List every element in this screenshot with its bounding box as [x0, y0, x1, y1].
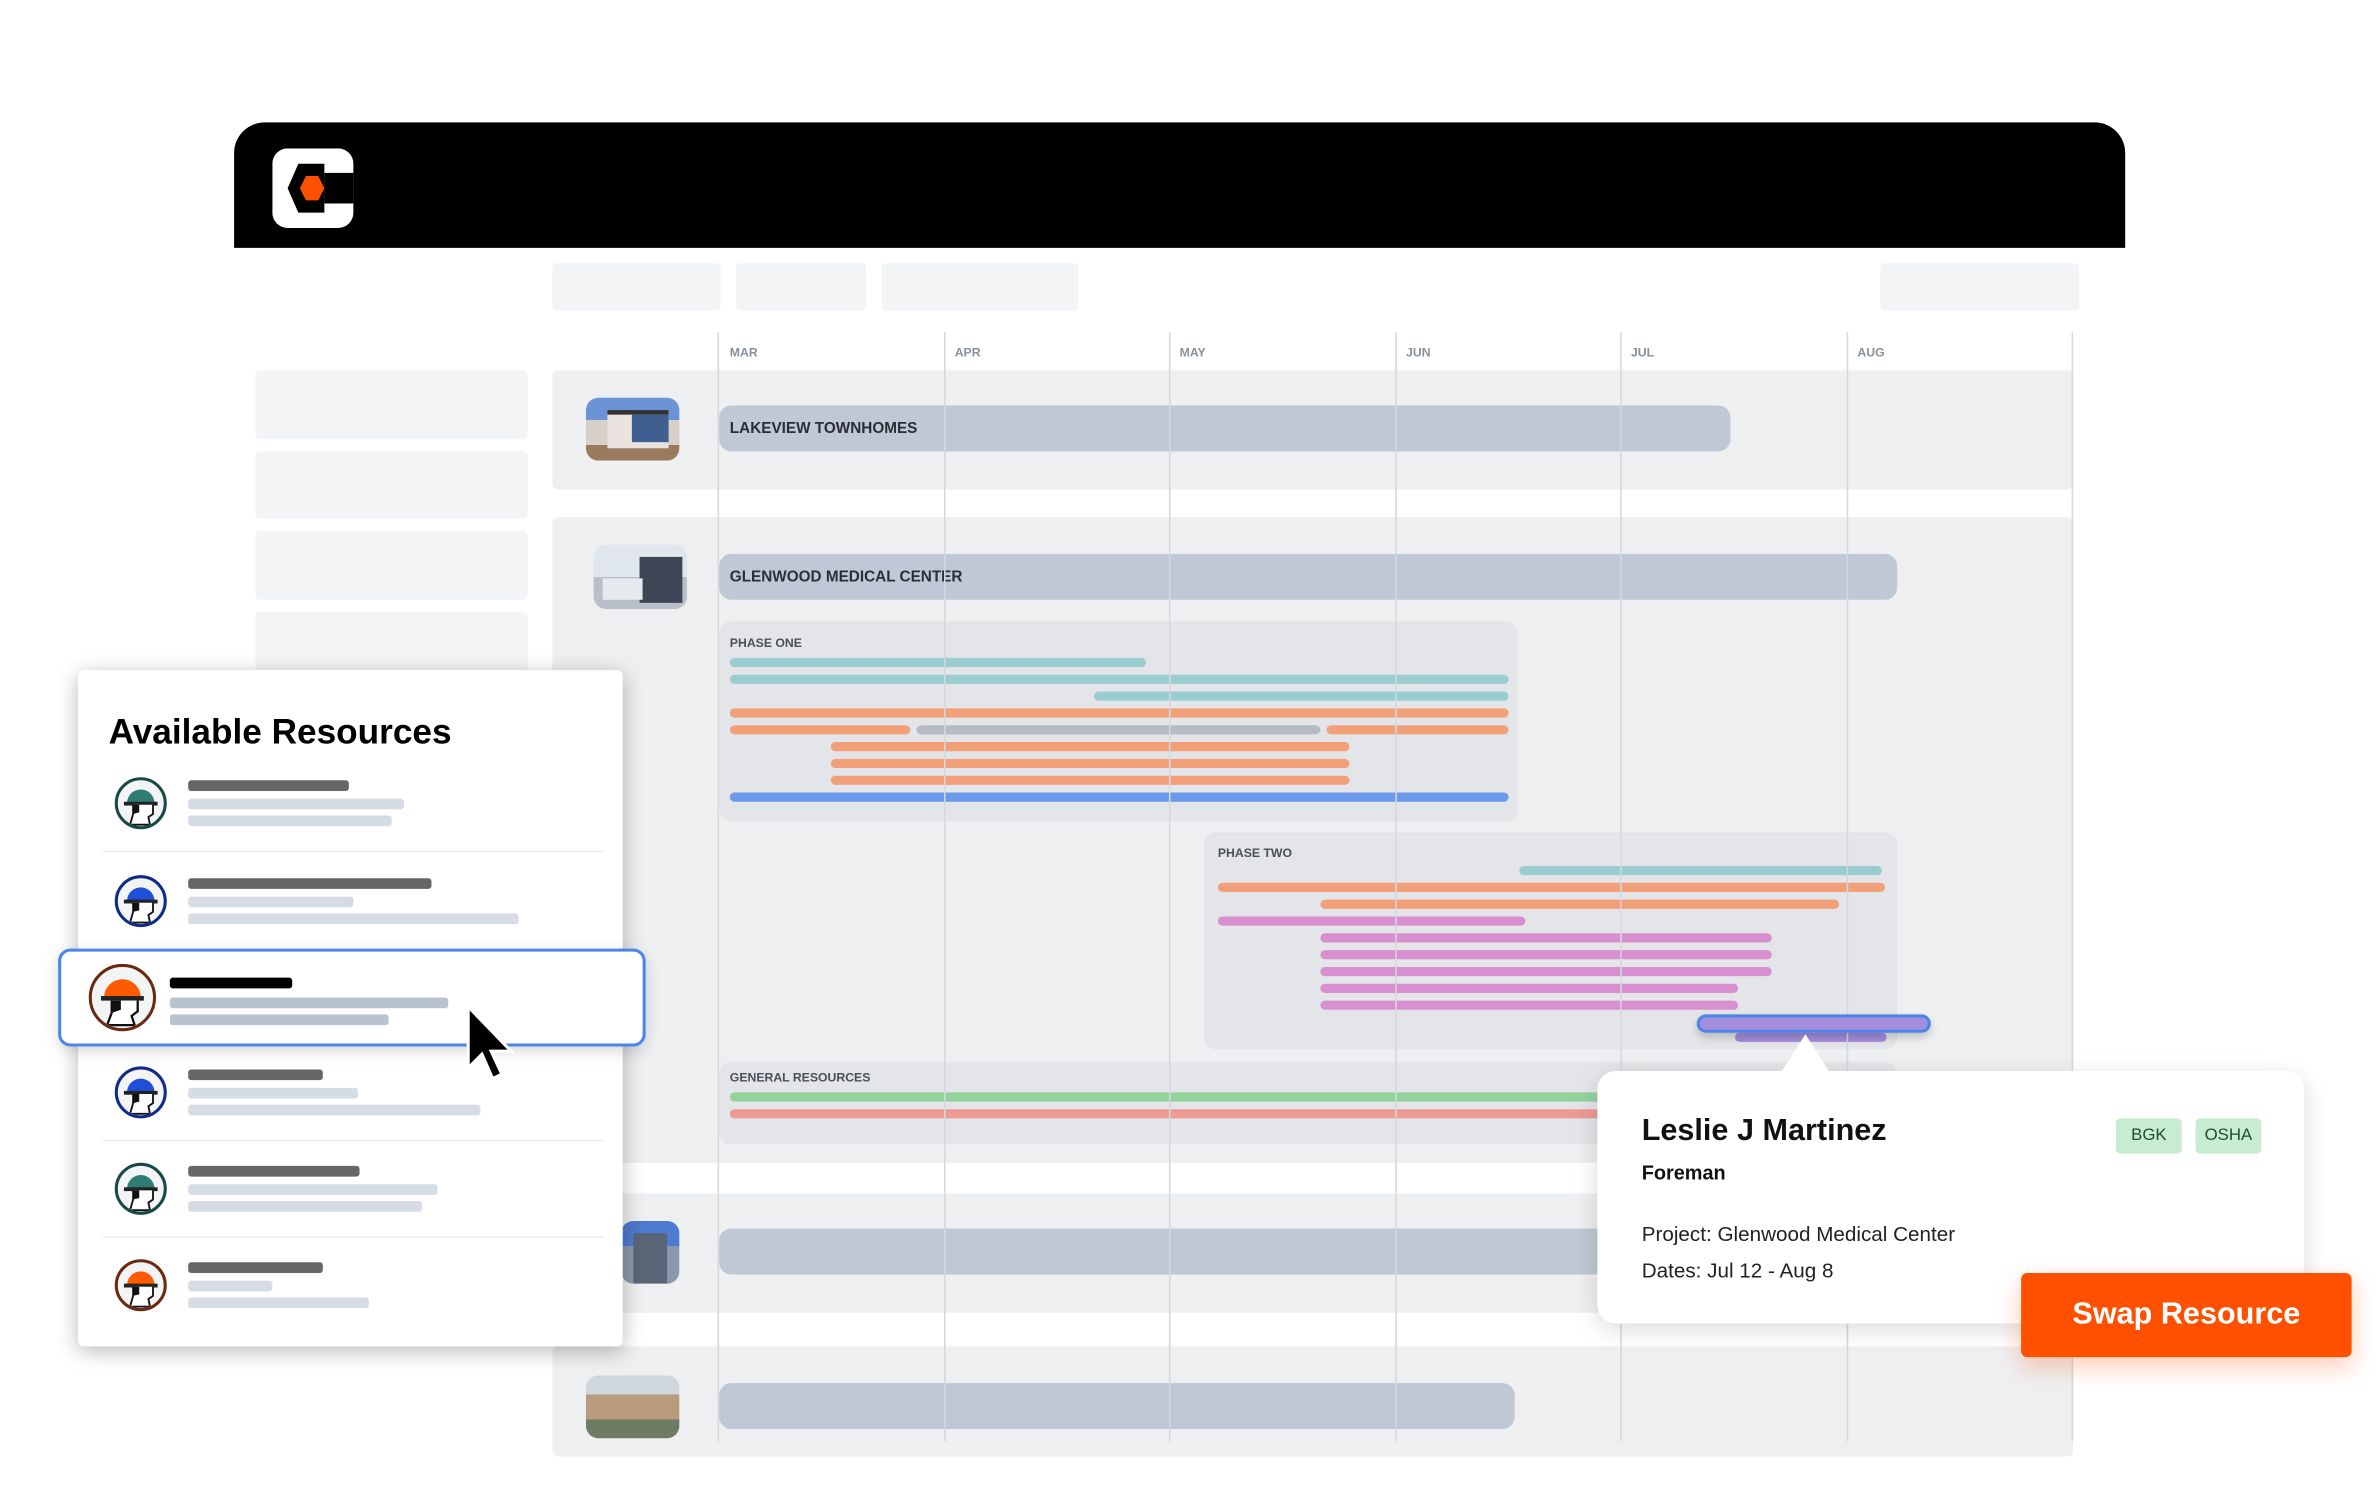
project-name: LAKEVIEW TOWNHOMES [729, 420, 918, 438]
toolbar-placeholder[interactable] [1880, 263, 2080, 311]
group-label: GENERAL RESOURCES [729, 1071, 871, 1085]
assignment-bar[interactable] [729, 1092, 1898, 1102]
resource-name-redacted [169, 977, 293, 989]
group-label: PHASE TWO [1217, 846, 1293, 860]
hardhat-avatar-icon [114, 1259, 167, 1312]
month-label: JUL [1630, 345, 1655, 360]
swap-resource-button[interactable]: Swap Resource [2021, 1272, 2352, 1358]
assignment-bar[interactable] [916, 725, 1321, 735]
selected-assignment-bar[interactable] [1696, 1014, 1931, 1033]
assignment-bar[interactable] [1217, 882, 1885, 892]
grid-line [1620, 332, 1622, 1442]
project-thumbnail [585, 1375, 680, 1439]
resource-detail-redacted [188, 1184, 438, 1195]
assignment-bar[interactable] [729, 725, 911, 735]
divider [102, 850, 605, 853]
assignment-bar[interactable] [1320, 983, 1739, 993]
assignment-bar[interactable] [1217, 916, 1526, 926]
sidebar-placeholder[interactable] [255, 530, 528, 600]
resource-name-redacted [188, 780, 349, 792]
assignment-bar[interactable] [729, 708, 1509, 718]
resource-name-redacted [188, 1069, 323, 1081]
project-bar[interactable] [719, 1383, 1515, 1430]
assignment-bar[interactable] [1320, 1000, 1739, 1010]
project-thumbnail [621, 1220, 680, 1284]
resource-detail-redacted [188, 1201, 423, 1212]
assignment-bar[interactable] [1326, 725, 1509, 735]
resource-dates: Dates: Jul 12 - Aug 8 [1641, 1259, 1834, 1283]
assignment-bar[interactable] [729, 657, 1146, 668]
assignment-bar[interactable] [1320, 899, 1840, 909]
resource-detail-redacted [188, 1087, 359, 1099]
toolbar-placeholder[interactable] [735, 263, 866, 311]
resource-detail-redacted [188, 1280, 273, 1292]
resource-project: Project: Glenwood Medical Center [1641, 1222, 1956, 1246]
mouse-cursor-icon [465, 1002, 520, 1091]
sidebar-placeholder[interactable] [255, 451, 528, 519]
assignment-bar[interactable] [729, 1109, 1898, 1119]
app-header [234, 122, 2126, 248]
assignment-bar[interactable] [1519, 865, 1882, 876]
assignment-bar[interactable] [1320, 950, 1772, 960]
month-label: JUN [1406, 345, 1431, 360]
project-bar[interactable]: LAKEVIEW TOWNHOMES [719, 405, 1731, 452]
grid-line [2071, 332, 2074, 1442]
divider [102, 1139, 605, 1142]
hardhat-avatar-icon [114, 1162, 167, 1215]
month-label: MAY [1179, 345, 1206, 360]
assignment-bar[interactable] [1320, 933, 1772, 943]
resource-name-redacted [188, 1165, 360, 1177]
phase-one-group [719, 621, 1518, 822]
resource-detail-redacted [188, 798, 404, 810]
group-label: PHASE ONE [729, 636, 802, 651]
assignment-bar[interactable] [830, 758, 1350, 769]
assignment-bar[interactable] [1320, 966, 1772, 977]
panel-title: Available Resources [108, 711, 452, 752]
toolbar-placeholder[interactable] [881, 263, 1079, 311]
month-label: MAR [729, 345, 758, 360]
grid-line [1168, 332, 1171, 1442]
grid-line [717, 332, 720, 1442]
grid-line [1846, 332, 1849, 1442]
resource-detail-redacted [188, 815, 392, 827]
resource-detail-redacted [169, 997, 449, 1009]
assignment-bar[interactable] [1093, 691, 1509, 701]
sidebar-placeholder[interactable] [255, 370, 528, 440]
assignment-bar[interactable] [830, 742, 1350, 752]
resource-detail-redacted [169, 1014, 389, 1026]
grid-line [1395, 332, 1397, 1442]
toolbar-placeholder[interactable] [552, 263, 721, 311]
month-label: APR [954, 345, 981, 360]
project-thumbnail [585, 397, 680, 461]
resource-detail-redacted [188, 896, 354, 908]
selected-resource-card[interactable] [58, 948, 646, 1047]
project-bar[interactable]: GLENWOOD MEDICAL CENTER [719, 553, 1898, 600]
resource-name-redacted [188, 1262, 323, 1273]
divider [102, 1236, 605, 1238]
resource-name: Leslie J Martinez [1641, 1113, 1887, 1148]
resource-detail-redacted [188, 913, 519, 925]
hardhat-avatar-icon [114, 777, 167, 830]
hardhat-avatar-icon [114, 875, 167, 928]
month-label: AUG [1857, 345, 1885, 360]
tooltip-arrow [1780, 1034, 1830, 1073]
resource-detail-redacted [188, 1104, 481, 1116]
grid-line [944, 332, 946, 1442]
certification-badge: BGK [2115, 1118, 2182, 1154]
project-name: GLENWOOD MEDICAL CENTER [729, 569, 963, 586]
resource-detail-redacted [188, 1297, 369, 1309]
logo[interactable] [272, 148, 354, 228]
resource-role: Foreman [1641, 1161, 1726, 1185]
assignment-bar[interactable] [830, 775, 1350, 785]
project-thumbnail [593, 544, 687, 609]
hardhat-avatar-icon [114, 1066, 167, 1119]
resource-name-redacted [188, 878, 432, 889]
certification-badge: OSHA [2195, 1118, 2262, 1154]
assignment-bar[interactable] [729, 674, 1509, 684]
sidebar-placeholder[interactable] [255, 612, 528, 674]
hardhat-avatar-icon [88, 963, 157, 1032]
assignment-bar[interactable] [729, 792, 1509, 802]
